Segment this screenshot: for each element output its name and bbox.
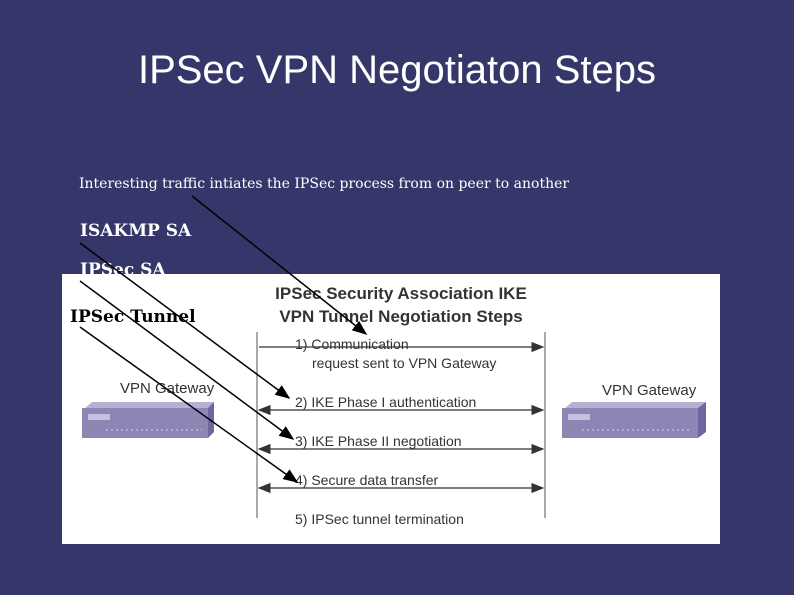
- step5-label: 5) IPSec tunnel termination: [295, 511, 464, 527]
- step2-label: 2) IKE Phase I authentication: [295, 394, 477, 410]
- right-gateway-label: VPN Gateway: [602, 382, 697, 399]
- isakmp-sa-label: ISAKMP SA: [80, 221, 192, 241]
- intro-to-step1-arrow: [191, 195, 368, 335]
- figure-title-line1: IPSec Security Association IKE: [275, 284, 527, 303]
- ipsec-tunnel-label: IPSec Tunnel: [70, 307, 196, 327]
- tunnel-to-step4-arrow: [79, 326, 299, 483]
- step1-label: 1) Communication: [295, 336, 409, 352]
- left-gateway-device: [82, 402, 214, 438]
- figure-title-line2: VPN Tunnel Negotiation Steps: [279, 307, 523, 326]
- step4-label: 4) Secure data transfer: [295, 472, 439, 488]
- figure-graphics: [82, 332, 706, 518]
- step1-sublabel: request sent to VPN Gateway: [312, 355, 497, 371]
- isakmp-to-step2-arrow: [79, 242, 291, 399]
- ipsecsa-to-step3-arrow: [79, 280, 295, 440]
- slide-title: IPSec VPN Negotiaton Steps: [137, 48, 657, 92]
- step3-label: 3) IKE Phase II negotiation: [295, 433, 462, 449]
- right-gateway-device: [562, 402, 706, 438]
- intro-text: Interesting traffic intiates the IPSec p…: [79, 176, 570, 192]
- ipsec-sa-label: IPSec SA: [80, 260, 166, 280]
